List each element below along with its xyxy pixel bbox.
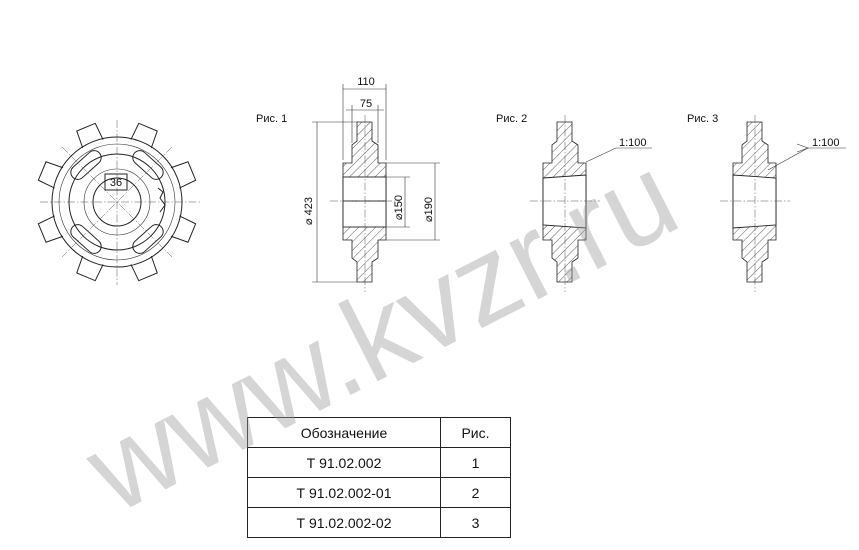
- fig3-label: Рис. 3: [687, 113, 718, 125]
- sprocket-teeth: [37, 122, 197, 282]
- cell-designation: Т 91.02.002: [247, 447, 441, 478]
- dim-dia-150: ⌀150: [393, 195, 405, 220]
- cell-figure: 3: [440, 507, 511, 538]
- fig1-label: Рис. 1: [256, 113, 287, 125]
- section-view-fig1: Рис. 1 110 75 ⌀ 423 ⌀150 ⌀190: [256, 76, 440, 292]
- sprocket-tooth: [170, 161, 197, 189]
- fig2-label: Рис. 2: [496, 113, 527, 125]
- sprocket-tooth: [130, 255, 158, 282]
- cell-figure: 1: [440, 447, 511, 478]
- sprocket-tooth: [170, 215, 197, 243]
- sprocket-tooth: [130, 122, 158, 149]
- table-row: Т 91.02.002 1: [247, 447, 511, 478]
- sprocket-tooth: [37, 215, 64, 243]
- dim-dia-423: ⌀ 423: [303, 197, 315, 225]
- specification-table: Обозначение Рис. Т 91.02.002 1 Т 91.02.0…: [247, 417, 511, 538]
- cell-designation: Т 91.02.002-01: [247, 477, 441, 508]
- sprocket-front-view: 36: [37, 120, 200, 285]
- header-figure: Рис.: [440, 417, 511, 448]
- taper-fig2: 1:100: [619, 137, 647, 149]
- sprocket-tooth: [76, 122, 104, 149]
- table-row: Т 91.02.002-02 3: [247, 507, 511, 538]
- dim-110: 110: [357, 76, 375, 88]
- table-row: Т 91.02.002-01 2: [247, 477, 511, 508]
- sprocket-tooth: [37, 161, 64, 189]
- section-view-fig2: Рис. 2 1:100: [496, 113, 652, 292]
- taper-fig3: 1:100: [812, 137, 840, 149]
- header-designation: Обозначение: [247, 417, 441, 448]
- cell-designation: Т 91.02.002-02: [247, 507, 441, 538]
- dim-dia-190: ⌀190: [423, 197, 435, 222]
- table-header-row: Обозначение Рис.: [247, 417, 511, 448]
- hub-mark-text: 36: [110, 177, 122, 189]
- cell-figure: 2: [440, 477, 511, 508]
- section-view-fig3: Рис. 3 1:100: [687, 113, 846, 292]
- sprocket-tooth: [76, 255, 104, 282]
- dim-75: 75: [360, 98, 372, 110]
